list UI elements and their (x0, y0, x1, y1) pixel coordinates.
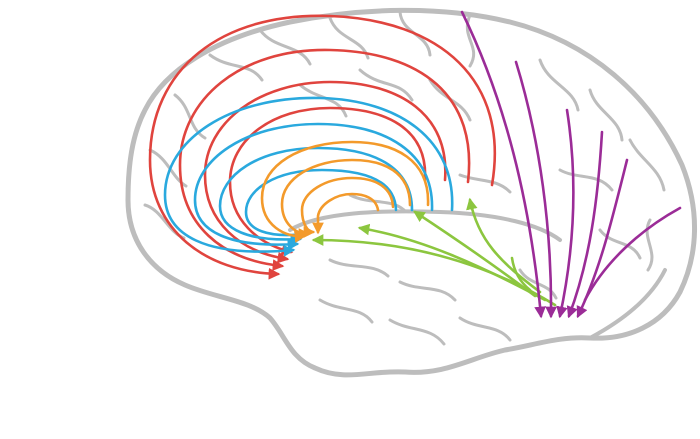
gyrus-line (538, 58, 580, 112)
gyrus-line (258, 28, 312, 66)
red-pathway-arc (203, 80, 447, 264)
red-pathway-arc (178, 48, 471, 271)
orange-pathway-arc (280, 158, 412, 240)
gyrus-line (398, 280, 457, 302)
gyrus-line (458, 316, 512, 342)
orange-pathway-arc (260, 140, 430, 243)
brain-gyri (143, 10, 666, 346)
purple-pathways (460, 10, 682, 319)
purple-pathway (556, 108, 575, 319)
temporal-contour (288, 209, 562, 242)
purple-pathway (583, 206, 682, 302)
purple-pathway (566, 130, 604, 319)
red-pathway-arc (228, 106, 427, 256)
orange-pathway-arc (300, 176, 395, 238)
blue-pathway-arc (193, 122, 434, 251)
green-pathway (413, 210, 537, 298)
gyrus-line (328, 258, 390, 278)
purple-pathway (460, 10, 546, 319)
gyrus-line (208, 53, 264, 82)
blue-pathways (163, 96, 454, 257)
gyrus-line (628, 138, 666, 192)
red-pathway-arc (148, 14, 497, 280)
brain-outline (125, 7, 697, 378)
green-pathway (357, 223, 547, 302)
gyrus-line (465, 13, 476, 68)
green-pathway (510, 256, 532, 292)
orange-pathway-arc (312, 192, 380, 235)
green-pathways (311, 197, 557, 307)
gyrus-line (318, 298, 374, 324)
gyrus-line (458, 173, 512, 194)
gyrus-line (598, 228, 642, 260)
blue-pathway-arc (244, 168, 398, 241)
red-pathways (148, 14, 497, 280)
gyrus-line (358, 68, 414, 102)
blue-pathway-arc (218, 146, 414, 246)
blue-pathway-arc (163, 96, 454, 257)
gyrus-line (388, 318, 446, 346)
gyrus-line (588, 88, 624, 142)
orange-pathways (260, 140, 430, 243)
gyrus-line (645, 218, 654, 272)
purple-pathway (514, 60, 557, 319)
green-pathway (466, 197, 542, 294)
brain-silhouette (125, 7, 697, 378)
gyrus-line (348, 193, 406, 212)
gyrus-line (173, 93, 207, 140)
gyrus-line (558, 168, 614, 192)
cerebellum-contour (588, 268, 667, 340)
